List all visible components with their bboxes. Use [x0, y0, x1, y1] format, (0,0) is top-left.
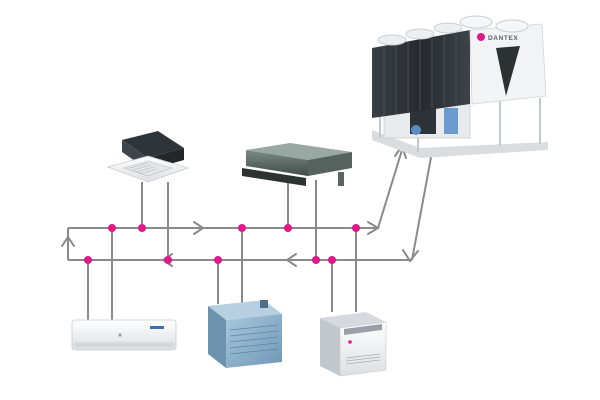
brand-dot-icon	[118, 333, 122, 337]
cassette-fan-coil-unit[interactable]	[106, 131, 190, 183]
chiller-return-riser	[411, 151, 433, 261]
piping-network	[67, 149, 433, 322]
chiller-unit[interactable]: DANTEX	[372, 15, 548, 158]
junction-dot	[214, 256, 222, 264]
console-fan-coil-unit[interactable]	[320, 312, 387, 377]
chiller-supply-riser	[377, 149, 403, 229]
fan-top-icon	[459, 15, 493, 29]
supply-arrow-icon	[193, 221, 205, 235]
junction-dot	[352, 224, 360, 232]
indicator-light	[150, 326, 164, 329]
loop-up-arrow-icon	[61, 235, 75, 247]
fan-top-icon	[377, 34, 407, 46]
junction-dot	[284, 224, 292, 232]
riser-down-arrow-icon	[402, 249, 419, 263]
junction-dot	[328, 256, 336, 264]
dantex-logo-icon	[477, 33, 485, 41]
ducted-fan-coil-unit[interactable]	[242, 143, 352, 186]
junction-dot	[84, 256, 92, 264]
wall-mounted-unit[interactable]	[71, 319, 177, 351]
junction-dot	[164, 256, 172, 264]
fan-top-icon	[495, 19, 529, 33]
fan-top-icon	[433, 22, 463, 34]
return-arrow-icon-2	[161, 253, 173, 267]
brand-label: DANTEX	[488, 35, 518, 42]
junction-dot	[238, 224, 246, 232]
junction-dot	[312, 256, 320, 264]
return-arrow-icon	[285, 253, 297, 267]
junctions	[84, 224, 360, 264]
flow-arrows	[61, 143, 419, 267]
fan-top-icon	[405, 28, 435, 40]
floor-standing-fan-coil-unit[interactable]	[208, 300, 282, 368]
brand-dot-icon	[348, 340, 352, 344]
supply-end-arrow-icon	[367, 221, 380, 235]
junction-dot	[138, 224, 146, 232]
junction-dot	[108, 224, 116, 232]
